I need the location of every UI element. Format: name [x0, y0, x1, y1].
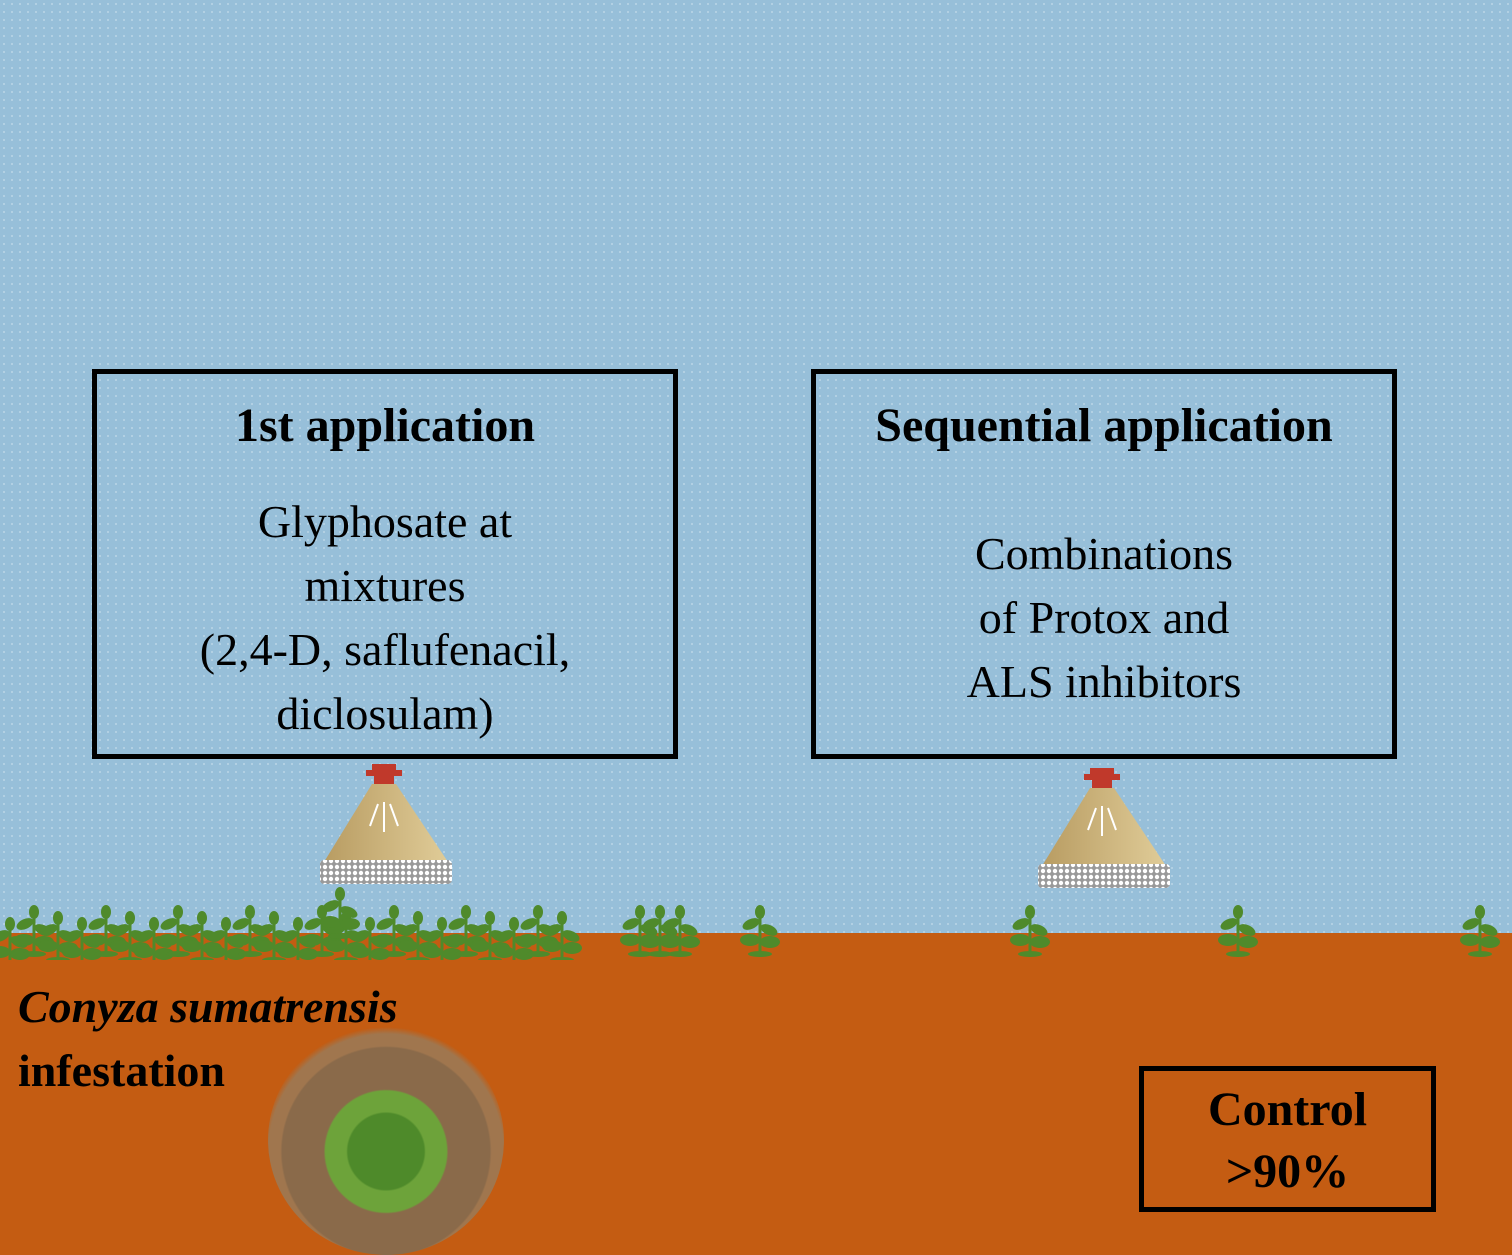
seedling-icon	[740, 905, 780, 957]
first-application-line: mixtures	[304, 560, 466, 611]
sequential-application-line: of Protox and	[978, 592, 1230, 643]
sky-background	[0, 0, 1512, 935]
first-application-line: (2,4-D, saflufenacil,	[199, 624, 571, 675]
infestation-word: infestation	[18, 1045, 225, 1096]
control-value: >90%	[1225, 1145, 1350, 1198]
seedling-icon	[1460, 905, 1500, 957]
sequential-application-box: Sequential application Combinations of P…	[811, 369, 1397, 759]
seedling-icon	[320, 887, 360, 939]
sequential-application-line: ALS inhibitors	[966, 656, 1242, 707]
seedling-icon	[206, 917, 246, 960]
conyza-plant-photo	[268, 1025, 504, 1255]
seedling-icon	[494, 917, 534, 960]
seedling-icon	[542, 911, 582, 960]
first-application-title: 1st application	[234, 399, 536, 452]
first-application-box: 1st application Glyphosate at mixtures (…	[92, 369, 678, 759]
sprayer-nozzle-icon	[1038, 768, 1170, 888]
infestation-label: Conyza sumatrensis infestation	[18, 975, 398, 1103]
weed-seedlings-row	[0, 887, 1500, 960]
species-name: Conyza sumatrensis	[18, 981, 398, 1032]
seedling-icon	[620, 905, 660, 957]
sequential-application-title: Sequential application	[875, 399, 1333, 452]
seedling-icon	[470, 911, 510, 960]
soil-ground	[0, 933, 1512, 1255]
sprayer-nozzle-icon	[320, 764, 452, 884]
seedling-icon	[398, 911, 438, 960]
first-application-line: Glyphosate at	[257, 496, 513, 547]
control-result-box: Control >90%	[1139, 1066, 1436, 1212]
seedling-icon	[62, 917, 102, 960]
control-label: Control	[1207, 1083, 1368, 1136]
first-application-line: diclosulam)	[276, 688, 494, 739]
sequential-application-line: Combinations	[974, 528, 1234, 579]
seedling-icon	[1010, 905, 1050, 957]
seedling-icon	[1218, 905, 1258, 957]
seedling-icon	[660, 905, 700, 957]
